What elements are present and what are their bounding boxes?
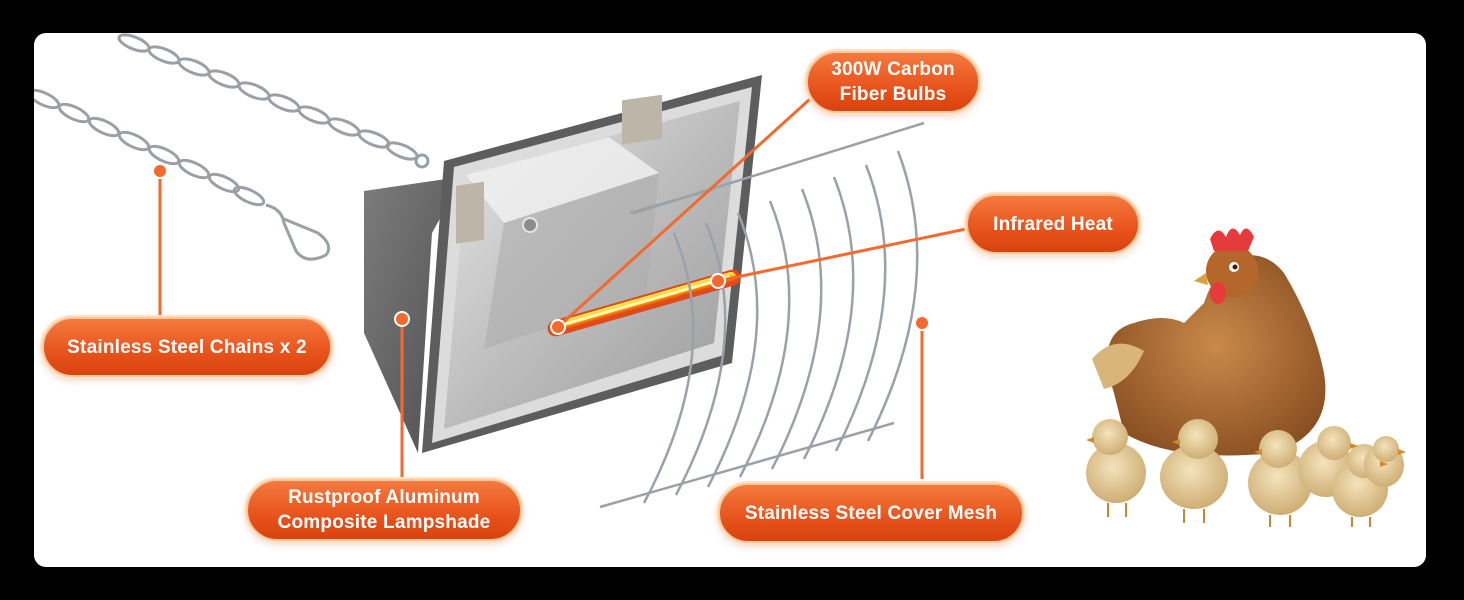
- label-infrared-text: Infrared Heat: [993, 213, 1113, 235]
- chain-lower: [34, 88, 331, 261]
- cover-mesh: [599, 121, 925, 509]
- label-mesh-text: Stainless Steel Cover Mesh: [744, 502, 998, 524]
- product-illustration: [34, 33, 1406, 527]
- product-card: 300W Carbon Fiber Bulbs Infrared Heat St…: [34, 33, 1426, 567]
- callout-dots: [152, 163, 930, 335]
- label-lampshade-line1: Rustproof Aluminum: [288, 487, 480, 508]
- label-chains: Stainless Steel Chains x 2: [42, 317, 332, 377]
- label-lampshade-line2: Composite Lampshade: [277, 512, 491, 533]
- chain-upper: [117, 33, 430, 169]
- callout-lines: [158, 97, 967, 479]
- label-lampshade: Rustproof Aluminum Composite Lampshade: [246, 479, 522, 541]
- label-bulbs-line1: 300W Carbon: [831, 59, 955, 80]
- label-chains-text: Stainless Steel Chains x 2: [67, 336, 307, 358]
- label-bulbs-line2: Fiber Bulbs: [839, 84, 947, 105]
- hen-with-chicks: [1086, 228, 1406, 527]
- label-infrared-heat: Infrared Heat: [966, 194, 1140, 254]
- label-bulbs: 300W Carbon Fiber Bulbs: [806, 51, 980, 113]
- label-cover-mesh: Stainless Steel Cover Mesh: [718, 483, 1024, 543]
